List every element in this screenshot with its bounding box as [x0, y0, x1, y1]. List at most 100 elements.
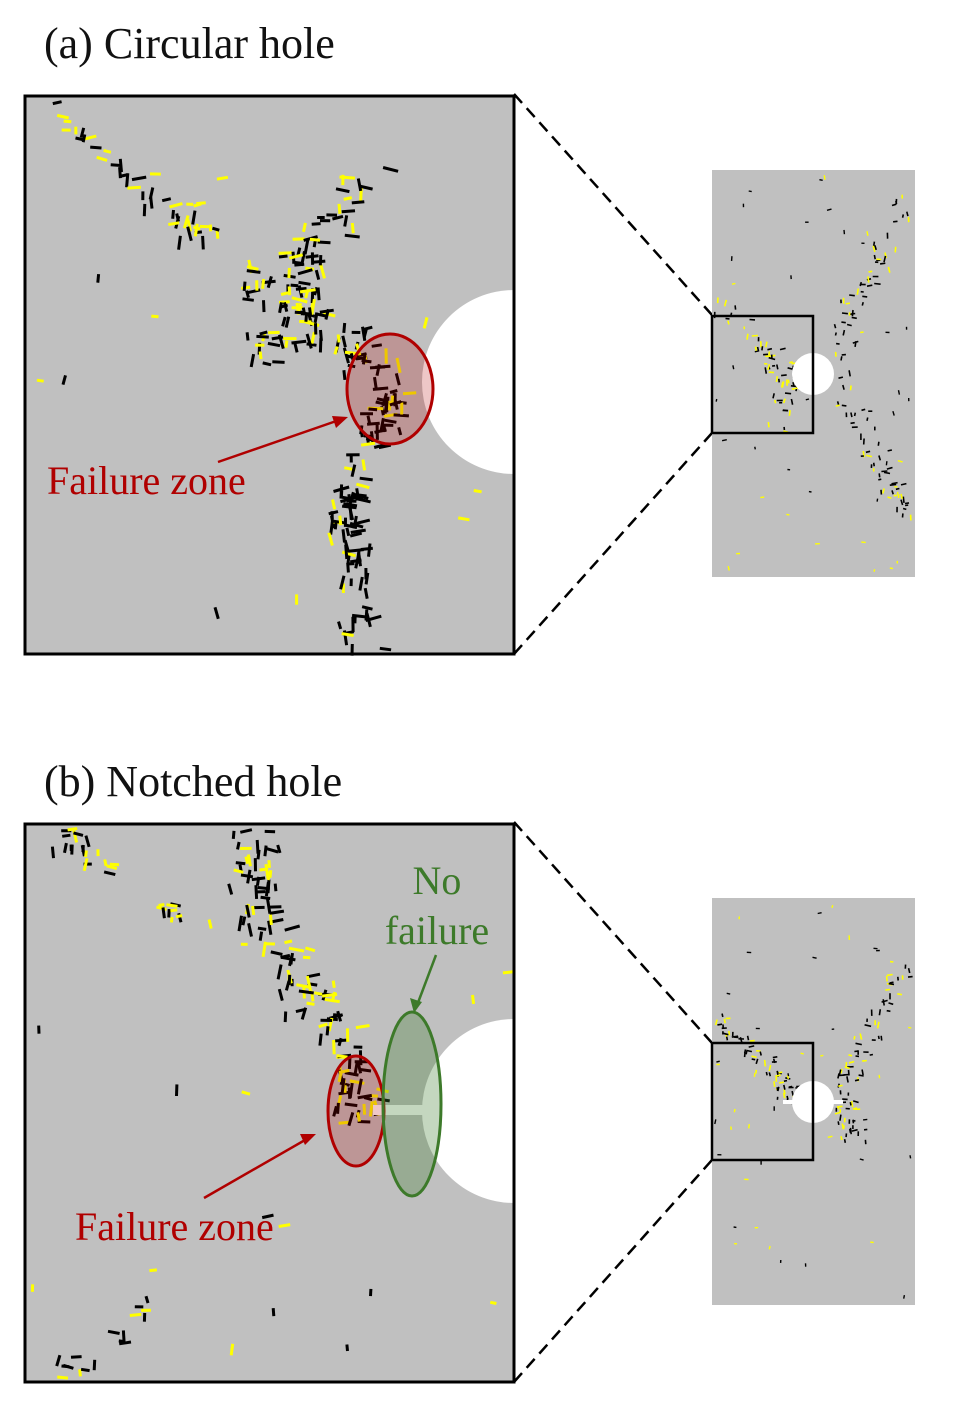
tensile-crack-segment — [271, 918, 284, 924]
shear-crack-segment — [753, 1073, 756, 1077]
tensile-crack-segment — [260, 895, 271, 900]
tensile-crack-segment — [792, 382, 795, 386]
tensile-crack-segment — [909, 1155, 912, 1159]
tensile-crack-segment — [850, 421, 855, 425]
shear-crack-segment — [170, 908, 178, 913]
tensile-crack-segment — [759, 1051, 762, 1056]
tensile-crack-segment — [880, 1035, 883, 1041]
shear-crack-segment — [768, 1245, 771, 1250]
shear-crack-segment — [149, 1268, 158, 1273]
tensile-crack-segment — [96, 273, 101, 283]
panel-a-specimen — [710, 170, 915, 577]
tensile-crack-segment — [353, 1062, 359, 1077]
shear-crack-segment — [368, 1101, 374, 1117]
shear-crack-segment — [836, 1105, 843, 1108]
tensile-crack-segment — [350, 464, 357, 478]
tensile-crack-segment — [201, 235, 205, 250]
tensile-crack-segment — [382, 424, 387, 433]
tensile-crack-segment — [355, 550, 361, 564]
shear-crack-segment — [284, 939, 293, 945]
tensile-crack-segment — [90, 145, 102, 150]
shear-crack-segment — [473, 489, 482, 494]
tensile-crack-segment — [873, 254, 876, 260]
shear-crack-segment — [56, 113, 70, 120]
panel-a-failure-arrow — [217, 416, 348, 464]
shear-crack-segment — [360, 441, 376, 447]
tensile-crack-segment — [851, 316, 857, 320]
shear-crack-segment — [723, 1018, 726, 1024]
shear-crack-segment — [775, 376, 779, 383]
shear-crack-segment — [158, 903, 165, 907]
tensile-crack-segment — [776, 364, 779, 370]
shear-crack-segment — [193, 223, 199, 237]
tensile-crack-segment — [848, 1128, 852, 1134]
shear-crack-segment — [775, 1074, 781, 1077]
tensile-crack-segment — [294, 262, 305, 267]
shear-crack-segment — [852, 1107, 858, 1110]
tensile-crack-segment — [63, 842, 68, 854]
shear-crack-segment — [820, 1054, 824, 1057]
tensile-crack-segment — [161, 197, 172, 203]
tensile-crack-segment — [843, 1139, 847, 1143]
tensile-crack-segment — [61, 375, 67, 385]
tensile-crack-segment — [767, 347, 773, 351]
shear-crack-segment — [834, 1111, 841, 1115]
shear-crack-segment — [831, 905, 834, 908]
tensile-crack-segment — [888, 1002, 894, 1006]
tensile-crack-segment — [881, 470, 888, 473]
tensile-crack-segment — [872, 462, 875, 467]
tensile-crack-segment — [367, 543, 372, 557]
tensile-crack-segment — [295, 287, 307, 291]
shear-crack-segment — [78, 1369, 82, 1377]
tensile-crack-segment — [878, 455, 882, 461]
panel-b-no-failure-arrow — [410, 954, 438, 1013]
tensile-crack-segment — [292, 260, 302, 265]
tensile-crack-segment — [81, 134, 87, 143]
tensile-crack-segment — [356, 178, 363, 192]
tensile-crack-segment — [879, 262, 886, 265]
tensile-crack-segment — [318, 1033, 323, 1046]
tensile-crack-segment — [339, 575, 346, 590]
shear-crack-segment — [457, 516, 470, 522]
tensile-crack-segment — [755, 1058, 759, 1065]
shear-crack-segment — [279, 300, 290, 304]
tensile-crack-segment — [341, 335, 347, 348]
tensile-crack-segment — [903, 1294, 906, 1299]
shear-crack-segment — [887, 496, 892, 499]
tensile-crack-segment — [287, 974, 292, 985]
shear-crack-segment — [258, 351, 263, 360]
tensile-crack-segment — [349, 531, 363, 538]
tensile-crack-segment — [242, 297, 254, 302]
tensile-crack-segment — [850, 412, 853, 418]
tensile-crack-segment — [876, 498, 879, 502]
tensile-crack-segment — [900, 499, 904, 506]
tensile-crack-segment — [249, 353, 256, 368]
shear-crack-segment — [261, 278, 266, 289]
shear-crack-segment — [849, 385, 852, 391]
shear-crack-segment — [244, 856, 250, 865]
shear-crack-segment — [168, 221, 180, 226]
panel-b-failure-label: Failure zone — [75, 1204, 274, 1249]
tensile-crack-segment — [332, 214, 344, 221]
tensile-crack-segment — [900, 482, 907, 486]
shear-crack-segment — [83, 134, 97, 141]
tensile-crack-segment — [281, 316, 287, 327]
shear-crack-segment — [302, 222, 307, 233]
tensile-crack-segment — [103, 870, 116, 877]
shear-crack-segment — [749, 1039, 755, 1042]
shear-crack-segment — [341, 550, 357, 558]
shear-crack-segment — [67, 827, 78, 832]
tensile-crack-segment — [853, 412, 857, 417]
shear-crack-segment — [288, 946, 305, 953]
shear-crack-segment — [767, 422, 770, 428]
tensile-crack-segment — [885, 461, 888, 466]
shear-crack-segment — [106, 864, 118, 870]
tensile-crack-segment — [715, 398, 718, 402]
tensile-crack-segment — [842, 384, 845, 390]
tensile-crack-segment — [342, 347, 350, 364]
tensile-crack-segment — [121, 1330, 126, 1343]
tensile-crack-segment — [897, 390, 901, 395]
shear-crack-segment — [338, 1068, 350, 1074]
tensile-crack-segment — [213, 606, 220, 620]
tensile-crack-segment — [881, 999, 888, 1003]
